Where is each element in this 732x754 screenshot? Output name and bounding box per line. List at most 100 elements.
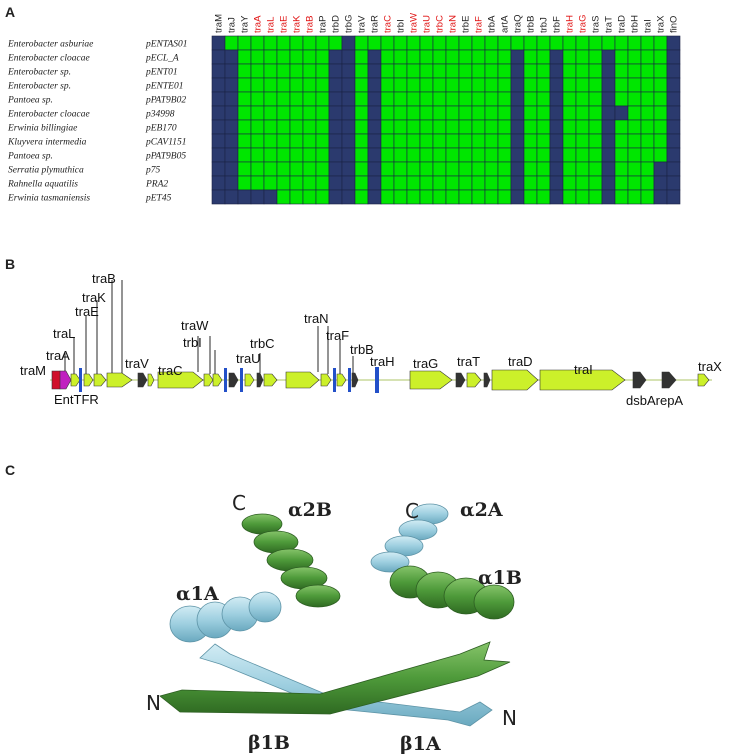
grid-cell: [510, 63, 525, 79]
label-traG: traG: [413, 356, 438, 371]
organism-name: Pantoea sp.: [7, 96, 53, 106]
grid-cell: [666, 91, 681, 107]
grid-cell: [341, 77, 356, 93]
grid-cell: [510, 105, 525, 121]
grid-cell: [484, 77, 499, 93]
grid-cell: [263, 175, 278, 191]
arrow-traW: [203, 373, 214, 387]
grid-cell: [328, 63, 343, 79]
grid-cell: [224, 175, 239, 191]
grid-cell: [211, 49, 226, 65]
grid-cell: [549, 49, 564, 65]
grid-cell: [536, 63, 551, 79]
grid-cell: [471, 133, 486, 149]
grid-cell: [289, 147, 304, 163]
organism-name: Enterobacter asburiae: [7, 40, 93, 50]
grid-cell: [510, 133, 525, 149]
gene-header: traN: [448, 15, 459, 33]
arrow-traP: [137, 372, 148, 388]
grid-cell: [224, 35, 239, 51]
grid-cell: [354, 49, 369, 65]
grid-cell: [601, 147, 616, 163]
arrow-repA: [661, 371, 677, 389]
grid-cell: [380, 77, 395, 93]
grid-cell: [640, 119, 655, 135]
grid-cell: [666, 63, 681, 79]
grid-cell: [536, 119, 551, 135]
grid-cell: [575, 77, 590, 93]
plasmid-name: pENTAS01: [145, 40, 188, 50]
grid-cell: [497, 175, 512, 191]
grid-cell: [562, 77, 577, 93]
gene-header: trbJ: [539, 17, 550, 33]
gene-map: traM traA traL traE traK traB traV traC …: [20, 271, 722, 408]
grid-cell: [250, 91, 265, 107]
grid-cell: [523, 119, 538, 135]
grid-cell: [562, 105, 577, 121]
grid-cell: [211, 63, 226, 79]
grid-cell: [406, 91, 421, 107]
grid-cell: [419, 161, 434, 177]
grid-cell: [666, 35, 681, 51]
arrow-traG: [409, 370, 453, 390]
grid-cell: [523, 63, 538, 79]
grid-cell: [445, 63, 460, 79]
grid-cell: [640, 161, 655, 177]
grid-cell: [367, 147, 382, 163]
gene-header: trbH: [630, 15, 641, 33]
grid-cell: [497, 77, 512, 93]
grid-cell: [276, 35, 291, 51]
grid-cell: [354, 77, 369, 93]
grid-cell: [614, 35, 629, 51]
label-n-right: N: [502, 706, 517, 730]
marker-entTFR: [79, 368, 82, 392]
grid-cell: [367, 77, 382, 93]
arrow-trbI: [212, 373, 223, 387]
arrow-traD: [491, 369, 539, 391]
grid-cell: [302, 175, 317, 191]
grid-cell: [419, 133, 434, 149]
gene-header: traG: [578, 15, 589, 33]
grid-cell: [263, 133, 278, 149]
gene-header: traQ: [513, 15, 524, 33]
grid-cell: [497, 119, 512, 135]
helix-a1B: [389, 565, 515, 620]
arrow-traS: [455, 372, 466, 388]
grid-cell: [666, 77, 681, 93]
grid-cell: [653, 35, 668, 51]
grid-cell: [458, 147, 473, 163]
grid-cell: [588, 119, 603, 135]
organism-name: Enterobacter cloacae: [7, 54, 90, 64]
arrow-trbC: [263, 373, 278, 387]
grid-cell: [510, 35, 525, 51]
grid-cell: [406, 133, 421, 149]
grid-cell: [640, 147, 655, 163]
grid-cell: [458, 189, 473, 205]
grid-cell: [419, 77, 434, 93]
grid-cell: [549, 91, 564, 107]
grid-cell: [380, 63, 395, 79]
grid-cell: [302, 189, 317, 205]
grid-cell: [471, 189, 486, 205]
gene-header: traB: [305, 16, 316, 33]
grid-cell: [354, 175, 369, 191]
grid-cell: [614, 91, 629, 107]
grid-cell: [432, 189, 447, 205]
grid-cell: [250, 63, 265, 79]
grid-cell: [302, 105, 317, 121]
grid-cell: [666, 189, 681, 205]
grid-cell: [354, 63, 369, 79]
organism-name: Enterobacter sp.: [7, 82, 71, 92]
grid-cell: [354, 119, 369, 135]
label-a2A: α2A: [460, 499, 503, 521]
grid-cell: [237, 175, 252, 191]
grid-cell: [211, 161, 226, 177]
grid-cell: [432, 49, 447, 65]
grid-cell: [575, 63, 590, 79]
grid-cell: [341, 189, 356, 205]
grid-cell: [432, 133, 447, 149]
grid-cell: [549, 35, 564, 51]
grid-cell: [627, 133, 642, 149]
label-b1A: β1A: [400, 733, 441, 754]
grid-cell: [289, 161, 304, 177]
